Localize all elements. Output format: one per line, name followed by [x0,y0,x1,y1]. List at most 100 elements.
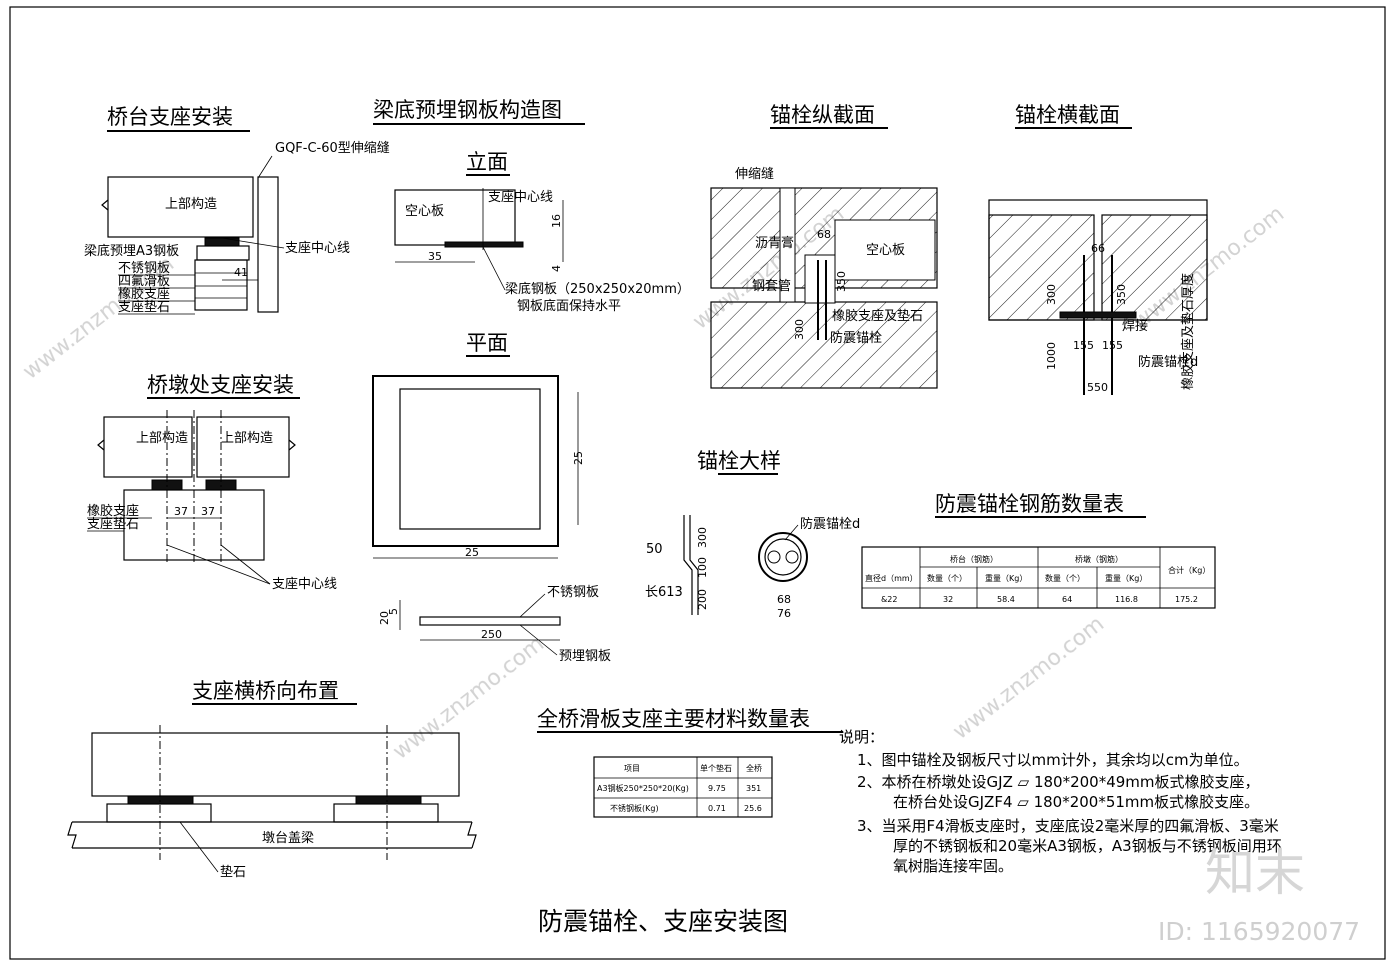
label-embedded-plate: 梁底预埋A3钢板 [84,243,179,259]
anchor-bolt-detail: 锚栓大样 50 300 100 200 长613 防震锚栓d 68 76 [645,449,860,620]
brand-watermark: 知末 [1205,844,1305,902]
dim-value: 4 [550,265,563,272]
dim-value: 300 [1045,284,1058,305]
abutment-bearing-detail: 桥台支座安装 GQF-C-60型伸缩缝 上部构造 梁底预埋A3钢板 支座中心线 … [84,105,390,315]
label-hollow-slab: 空心板 [405,204,444,219]
material-table-title: 全桥滑板支座主要材料数量表 [537,707,810,731]
table-header: 桥墩（钢筋） [1075,554,1123,564]
label-hollow-slab: 空心板 [866,243,905,258]
table-cell: 32 [943,595,953,604]
dim-value: 350 [1115,284,1128,305]
anchor-longitudinal-section: 锚栓纵截面 伸缩缝 沥青膏 空心板 钢套管 橡胶支座及垫石 防震锚栓 68 35… [710,103,938,389]
note-line: 厚的不锈钢板和20毫米A3钢板，A3钢板与不锈钢板间用环 [893,837,1282,855]
dim-value: 1000 [1045,342,1058,370]
dim-value: 25 [465,546,479,559]
table-header: 直径d（mm） [865,573,918,583]
dim-value: 300 [696,527,709,548]
elevation-title: 立面 [466,150,508,174]
notes-block: 说明： 1、图中锚栓及钢板尺寸以mm计外，其余均以cm为单位。 2、本桥在桥墩处… [839,728,1282,875]
label-bearing-pad: 支座垫石 [118,299,170,315]
pier-bearing-detail: 桥墩处支座安装 上部构造 上部构造 37 37 橡胶支座 支座垫石 支座中心线 [87,373,337,592]
label-anchor-bolt: 防震锚栓d [800,516,860,532]
table-cell: 58.4 [997,595,1015,604]
label-weld: 焊接 [1122,318,1148,334]
notes-heading: 说明： [839,728,884,746]
label-cap-beam: 墩台盖梁 [262,831,314,846]
rebar-table-title: 防震锚栓钢筋数量表 [935,492,1124,516]
dim-value: 25 [572,451,585,465]
table-cell: 351 [746,784,761,793]
transverse-title: 支座横桥向布置 [192,679,339,703]
plate-title: 梁底预埋钢板构造图 [373,98,562,122]
dim-value: 35 [428,250,442,263]
table-header: 数量（个） [927,573,967,583]
label-pad-thickness: 橡胶支座及垫石厚度 [1180,273,1196,390]
transverse-layout: 支座横桥向布置 墩台盖梁 垫石 [67,679,477,880]
table-header: 数量（个） [1045,573,1085,583]
dim-value: 66 [1091,242,1105,255]
label-superstructure-left: 上部构造 [136,431,188,446]
dim-value: 550 [1087,381,1108,394]
watermark-text: www.znzmo.com [388,631,549,764]
table-cell: 25.6 [744,804,762,813]
table-header: 重量（Kg） [1105,573,1147,583]
abutment-title: 桥台支座安装 [107,105,233,129]
dim-value: 20 [378,611,391,625]
label-steel-sleeve: 钢套管 [752,278,791,294]
table-cell: 不锈钢板(Kg) [610,803,659,813]
dim-value: 50 [646,542,663,557]
label-centerline: 支座中心线 [272,577,337,592]
note-line: 2、本桥在桥墩处设GJZ ▱ 180*200*49mm板式橡胶支座， [857,773,1260,791]
table-cell: &22 [881,595,897,604]
anchor-cross-section: 锚栓横截面 66 300 350 155 155 1000 550 焊接 防震锚… [988,103,1208,395]
dim-value: 155 [1102,339,1123,352]
anchor-long-title: 锚栓纵截面 [770,103,875,127]
table-cell: 9.75 [708,784,726,793]
dim-value: 100 [696,557,709,578]
sheet-title: 防震锚栓、支座安装图 [538,907,788,936]
dim-value: 68 [817,228,831,241]
dim-value: 41 [234,266,248,279]
label-bearing-centerline: 支座中心线 [285,241,350,256]
dim-value: 16 [550,214,563,228]
plan-title: 平面 [466,331,508,355]
label-rubber-pad: 橡胶支座及垫石 [832,308,923,324]
table-cell: A3钢板250*250*20(Kg) [597,783,689,793]
table-header: 全桥 [746,763,762,773]
dim-value: 250 [481,628,502,641]
watermark-text: www.znzmo.com [948,611,1109,744]
dim-value: 68 [777,593,791,606]
note-line: 氧树脂连接牢固。 [893,857,1013,875]
label-stainless-plate: 不锈钢板 [118,261,170,276]
label-ptfe-plate: 四氟滑板 [118,274,170,289]
dim-value: 37 [201,505,215,518]
dim-value: 300 [793,319,806,340]
table-header: 合计（Kg） [1168,565,1210,575]
label-embedded: 预埋钢板 [559,649,611,664]
table-cell: 116.8 [1115,595,1138,604]
label-stainless: 不锈钢板 [547,585,599,600]
label-rubber-bearing: 橡胶支座 [118,286,170,302]
note-line: 3、当采用F4滑板支座时，支座底设2毫米厚的四氟滑板、3毫米 [857,817,1279,835]
pier-title: 桥墩处支座安装 [147,373,294,397]
embedded-plate-detail: 梁底预埋钢板构造图 立面 空心板 支座中心线 35 16 4 梁底钢板（250x… [372,98,690,664]
label-anchor-bolt: 防震锚栓d [1138,354,1198,370]
table-header: 桥台（钢筋） [950,554,998,564]
label-superstructure-right: 上部构造 [221,431,273,446]
dim-value: 155 [1073,339,1094,352]
label-centerline: 支座中心线 [488,190,553,205]
label-superstructure: 上部构造 [165,197,217,212]
label-beam-plate: 梁底钢板（250x250x20mm） [505,281,690,297]
anchor-cross-title: 锚栓横截面 [1015,103,1120,127]
material-quantity-table: 全桥滑板支座主要材料数量表 项目 单个垫石 全桥 A3钢板250*250*20(… [537,707,843,818]
id-watermark: ID: 1165920077 [1158,917,1360,946]
anchor-detail-title: 锚栓大样 [697,449,781,473]
sheet-border [9,6,1386,960]
label-length: 长613 [645,585,683,600]
dim-value: 37 [174,505,188,518]
rebar-quantity-table: 防震锚栓钢筋数量表 桥台（钢筋） 桥墩（钢筋） 合计（Kg） 直径d（mm） 数… [861,492,1216,609]
label-rubber-bearing: 橡胶支座 [87,503,139,519]
table-header: 单个垫石 [700,763,732,773]
dim-value: 350 [835,271,848,292]
note-line: 在桥台处设GJZF4 ▱ 180*200*51mm板式橡胶支座。 [893,793,1259,811]
